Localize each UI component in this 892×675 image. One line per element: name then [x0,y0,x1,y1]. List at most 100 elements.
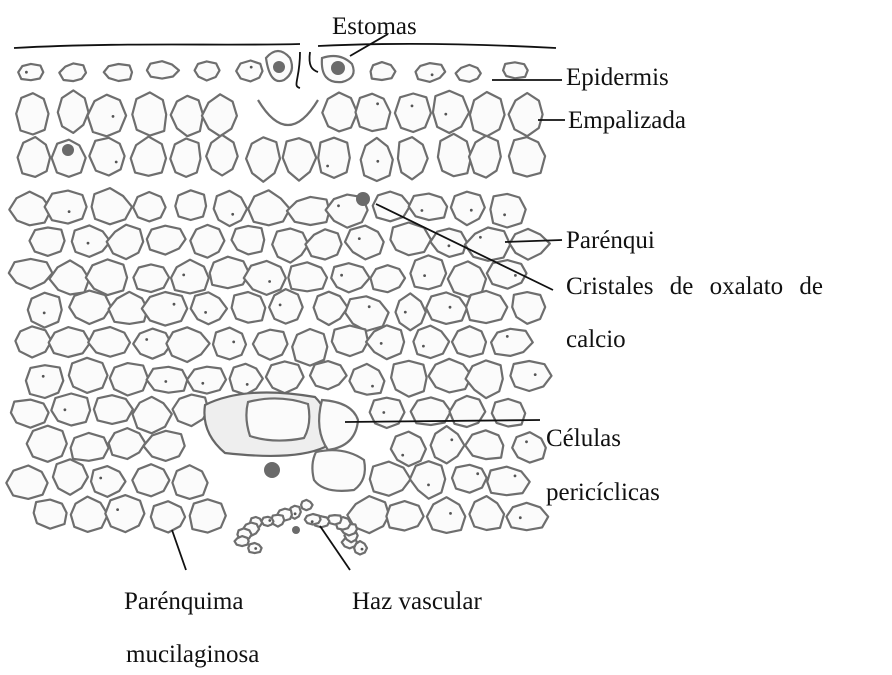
parenchyma-cell [452,465,487,493]
cell-nucleus [87,242,90,245]
parenchyma-cell [332,326,368,357]
label-epidermis: Epidermis [566,63,669,93]
parenchyma-cell [11,400,49,428]
cell-nucleus [534,373,537,376]
parenchyma-cell [49,327,90,357]
parenchyma-cell [28,293,62,328]
parenchyma-cell [292,329,327,366]
cell-nucleus [368,305,371,308]
cell-nucleus [506,335,509,338]
epidermis-cell [371,62,396,80]
palisade-cell [132,92,166,135]
parenchyma-cell [409,194,447,221]
parenchyma-cell [210,257,249,289]
palisade-cell [18,137,51,177]
label-mucilage-line1: Parénquima [124,587,243,617]
cell-nucleus [68,210,71,213]
cell-nucleus [449,306,452,309]
parenchyma-cell [26,365,63,398]
parenchyma-cell [466,291,507,323]
cell-nucleus [116,508,119,511]
cell-nucleus [268,280,271,283]
cell-nucleus [479,236,482,239]
label-crystals-line2: calcio [566,325,626,355]
epidermis-cell [104,64,132,81]
parenchyma-cell [34,500,67,529]
cell-nucleus [99,477,102,480]
cell-nucleus [421,209,424,212]
parenchyma-cell [105,495,144,532]
cell-nucleus [427,484,430,487]
cell-nucleus [423,274,426,277]
palisade-cell [170,139,200,177]
epidermis-cell [18,64,43,80]
cell-nucleus [444,113,447,116]
cell-nucleus [268,519,271,522]
cell-nucleus [476,472,479,475]
cell-nucleus [232,341,235,344]
parenchyma-cell [232,292,266,323]
cell-nucleus [431,73,434,76]
cell-nucleus [246,383,249,386]
parenchyma-cell [490,194,525,228]
cell-nucleus [64,408,67,411]
cell-nucleus [371,385,374,388]
cell-nucleus [337,204,340,207]
parenchyma-cell [132,464,169,496]
cell-nucleus [43,312,46,315]
palisade-cell [318,138,350,178]
vascular-cell [301,500,313,510]
label-parenchyma: Parénqui [566,226,655,256]
cell-nucleus [449,512,452,515]
cell-nucleus [112,115,115,118]
cell-nucleus [411,105,414,108]
parenchyma-cell [253,330,288,360]
cell-nucleus [470,209,473,212]
cell-nucleus [340,274,343,277]
parenchyma-cell [71,433,109,461]
parenchyma-cell [69,358,108,393]
cell-nucleus [42,375,45,378]
parenchyma-cell [51,394,90,426]
cell-nucleus [164,380,167,383]
cell-nucleus [376,102,379,105]
label-mucilage-line2: mucilaginosa [126,640,259,670]
parenchyma-cell [190,499,226,532]
cell-nucleus [250,66,253,69]
palisade-cell [438,134,471,176]
parenchyma-cell [30,228,65,256]
cell-nucleus [173,303,176,306]
parenchyma-cell [147,367,188,393]
cell-nucleus [25,71,28,74]
cell-nucleus [326,165,329,168]
epidermis-cell [195,61,220,80]
cell-nucleus [358,237,361,240]
cell-nucleus [294,512,297,515]
parenchyma-cell [27,426,67,462]
parenchyma-cell [288,262,327,291]
cell-nucleus [503,213,506,216]
label-palisade: Empalizada [568,106,686,136]
palisade-cell [470,92,505,136]
cell-nucleus [448,244,451,247]
parenchyma-cell [133,192,166,221]
cell-nucleus [115,161,118,164]
cell-nucleus [450,438,453,441]
parenchyma-cell [452,326,486,357]
parenchyma-cell [187,367,226,394]
crystal-palisade [62,144,74,156]
parenchyma-cell [370,398,405,428]
parenchyma-cell [492,399,525,427]
palisade-cell [89,138,124,176]
cell-nucleus [376,160,379,163]
vascular-cell [235,536,249,546]
cell-nucleus [254,547,257,550]
cell-nucleus [404,311,407,314]
cell-nucleus [514,475,517,478]
palisade-cell [356,94,391,131]
epidermis-cell [503,62,528,78]
label-stomata: Estomas [332,12,417,42]
epidermis-cell [236,61,262,82]
label-vascular-bundle: Haz vascular [352,587,482,617]
cell-nucleus [401,454,404,457]
